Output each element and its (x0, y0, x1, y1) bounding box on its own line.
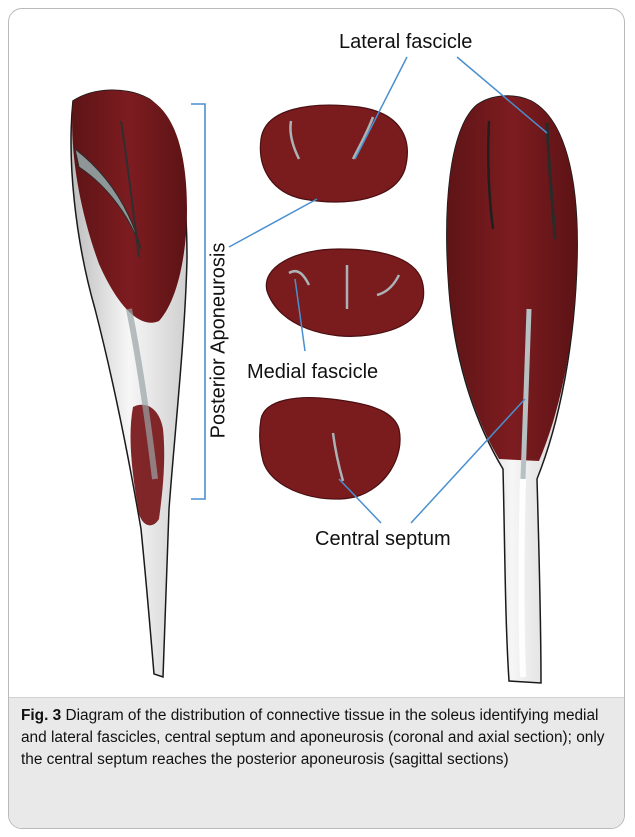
soleus-diagram (9, 9, 625, 699)
figure-panel: Lateral fascicle Medial fascicle Central… (8, 8, 625, 829)
caption-text: Diagram of the distribution of connectiv… (21, 707, 604, 768)
axial-section-bottom (260, 398, 400, 499)
aponeurosis-bracket (191, 104, 205, 499)
figure-caption: Fig. 3 Diagram of the distribution of co… (21, 705, 615, 771)
axial-section-middle (266, 249, 423, 336)
label-posterior-aponeurosis: Posterior Aponeurosis (208, 221, 231, 461)
figure-label: Fig. 3 (21, 707, 61, 724)
label-lateral-fascicle: Lateral fascicle (339, 31, 472, 54)
sagittal-section-left (71, 90, 187, 677)
label-medial-fascicle: Medial fascicle (247, 361, 378, 384)
axial-section-top (260, 105, 407, 202)
sagittal-section-right (447, 96, 577, 683)
label-central-septum: Central septum (315, 528, 451, 551)
